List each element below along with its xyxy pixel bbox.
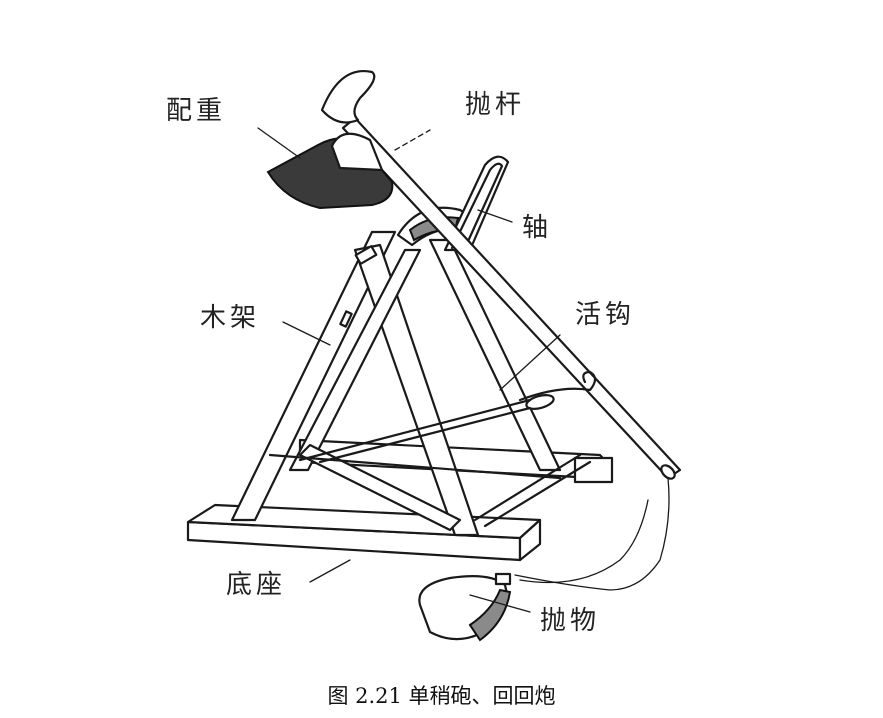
label-axle: 轴 [522, 213, 553, 243]
label-wooden-frame: 木架 [200, 303, 261, 333]
leader-lines [257, 127, 561, 613]
label-counterweight: 配重 [166, 96, 227, 126]
label-live-hook: 活钩 [575, 300, 636, 330]
label-projectile: 抛物 [540, 606, 601, 636]
wooden-frame [230, 230, 592, 537]
base-beam [186, 438, 614, 562]
figure-caption: 图 2.21 单稍砲、回回炮 [327, 684, 556, 708]
rope [514, 477, 670, 591]
counterweight [266, 69, 394, 210]
label-throwing-arm: 抛杆 [465, 90, 526, 120]
label-base: 底座 [226, 570, 287, 600]
projectile-bag [418, 572, 512, 642]
